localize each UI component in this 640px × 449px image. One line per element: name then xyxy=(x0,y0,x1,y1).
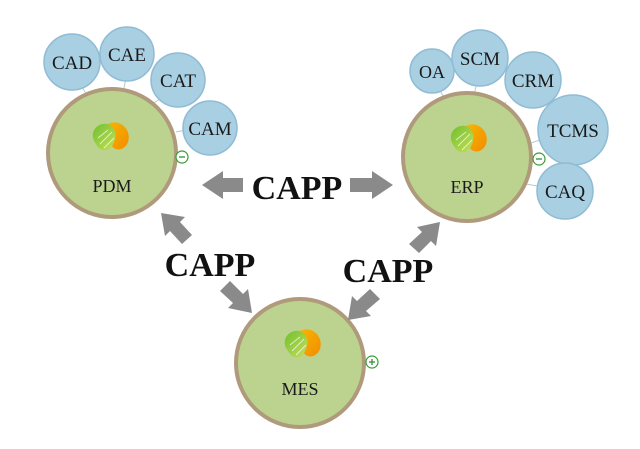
satellite-cat-label: CAT xyxy=(160,71,196,92)
satellite-cae: CAE xyxy=(99,26,155,82)
satellite-oa-label: OA xyxy=(419,62,445,82)
satellite-oa: OA xyxy=(409,48,455,94)
leaf-logo-icon xyxy=(450,123,488,153)
satellite-cat: CAT xyxy=(150,52,206,108)
satellite-crm: CRM xyxy=(504,51,562,109)
satellite-tcms: TCMS xyxy=(537,94,609,166)
satellite-cad-label: CAD xyxy=(52,53,92,74)
hub-mes-label: MES xyxy=(281,379,318,399)
arrow-left-icon xyxy=(202,171,243,199)
arrow-right-icon xyxy=(350,171,393,199)
satellite-scm-label: SCM xyxy=(460,49,500,70)
link-pdm-mes: CAPP xyxy=(161,213,255,313)
leaf-logo-icon xyxy=(92,121,130,151)
link-pdm-erp: CAPP xyxy=(202,170,393,207)
leaf-logo-icon xyxy=(284,328,322,358)
satellite-cam-label: CAM xyxy=(188,119,231,140)
hub-pdm: PDM xyxy=(46,87,178,219)
collapse-toggle-pdm[interactable] xyxy=(175,150,189,164)
satellite-cae-label: CAE xyxy=(108,45,146,66)
arrow-down-left-icon xyxy=(348,289,380,320)
link-erp-mes-label: CAPP xyxy=(343,253,434,290)
satellite-cam: CAM xyxy=(182,100,238,156)
arrow-up-right-icon xyxy=(409,222,440,253)
arrow-down-right-icon xyxy=(220,281,252,313)
link-pdm-mes-label: CAPP xyxy=(165,247,256,284)
link-pdm-erp-label: CAPP xyxy=(252,170,343,207)
hub-erp: ERP xyxy=(401,91,533,223)
collapse-toggle-erp[interactable] xyxy=(532,152,546,166)
satellite-crm-label: CRM xyxy=(512,71,554,92)
hub-mes: MES xyxy=(234,297,366,429)
satellite-tcms-label: TCMS xyxy=(547,121,599,142)
connector-caq xyxy=(525,183,538,187)
satellite-caq: CAQ xyxy=(536,162,594,220)
hub-erp-label: ERP xyxy=(450,177,483,197)
arrow-up-left-icon xyxy=(161,213,192,244)
expand-toggle-mes[interactable] xyxy=(365,355,379,369)
satellite-cad: CAD xyxy=(43,33,101,91)
link-erp-mes: CAPP xyxy=(343,222,440,320)
hub-pdm-label: PDM xyxy=(92,176,131,196)
satellite-scm: SCM xyxy=(451,29,509,87)
satellite-caq-label: CAQ xyxy=(545,182,585,203)
